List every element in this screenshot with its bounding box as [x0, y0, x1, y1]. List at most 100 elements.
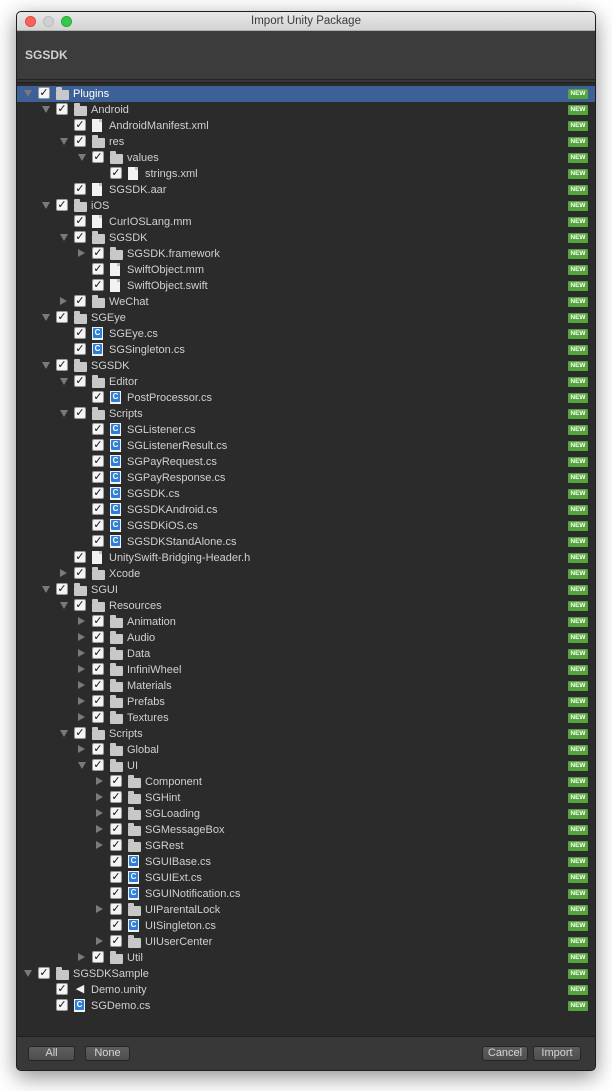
include-checkbox[interactable]: ✓ [92, 471, 104, 483]
include-checkbox[interactable]: ✓ [92, 247, 104, 259]
expanded-arrow-icon[interactable] [60, 602, 68, 609]
collapsed-arrow-icon[interactable] [96, 809, 103, 817]
include-checkbox[interactable]: ✓ [56, 583, 68, 595]
collapsed-arrow-icon[interactable] [78, 633, 85, 641]
include-checkbox[interactable]: ✓ [92, 695, 104, 707]
collapsed-arrow-icon[interactable] [78, 713, 85, 721]
collapsed-arrow-icon[interactable] [78, 665, 85, 673]
include-checkbox[interactable]: ✓ [92, 663, 104, 675]
collapsed-arrow-icon[interactable] [78, 681, 85, 689]
include-checkbox[interactable]: ✓ [92, 423, 104, 435]
include-checkbox[interactable]: ✓ [92, 631, 104, 643]
include-checkbox[interactable]: ✓ [56, 199, 68, 211]
include-checkbox[interactable]: ✓ [74, 567, 86, 579]
collapsed-arrow-icon[interactable] [60, 569, 67, 577]
expanded-arrow-icon[interactable] [60, 234, 68, 241]
include-checkbox[interactable]: ✓ [110, 903, 122, 915]
include-checkbox[interactable]: ✓ [110, 791, 122, 803]
include-checkbox[interactable]: ✓ [74, 375, 86, 387]
collapsed-arrow-icon[interactable] [96, 905, 103, 913]
include-checkbox[interactable]: ✓ [92, 439, 104, 451]
include-checkbox[interactable]: ✓ [74, 215, 86, 227]
expanded-arrow-icon[interactable] [42, 586, 50, 593]
collapsed-arrow-icon[interactable] [78, 745, 85, 753]
close-window-icon[interactable] [25, 16, 36, 27]
cancel-button[interactable]: Cancel [482, 1046, 528, 1061]
include-checkbox[interactable]: ✓ [92, 615, 104, 627]
include-checkbox[interactable]: ✓ [74, 343, 86, 355]
include-checkbox[interactable]: ✓ [38, 87, 50, 99]
collapsed-arrow-icon[interactable] [78, 617, 85, 625]
include-checkbox[interactable]: ✓ [92, 711, 104, 723]
expanded-arrow-icon[interactable] [60, 378, 68, 385]
include-checkbox[interactable]: ✓ [110, 807, 122, 819]
collapsed-arrow-icon[interactable] [78, 649, 85, 657]
collapsed-arrow-icon[interactable] [78, 697, 85, 705]
collapsed-arrow-icon[interactable] [78, 249, 85, 257]
expanded-arrow-icon[interactable] [60, 138, 68, 145]
collapsed-arrow-icon[interactable] [96, 825, 103, 833]
include-checkbox[interactable]: ✓ [110, 167, 122, 179]
include-checkbox[interactable]: ✓ [74, 407, 86, 419]
include-checkbox[interactable]: ✓ [92, 151, 104, 163]
include-checkbox[interactable]: ✓ [92, 679, 104, 691]
minimize-window-icon[interactable] [43, 16, 54, 27]
collapsed-arrow-icon[interactable] [96, 793, 103, 801]
include-checkbox[interactable]: ✓ [110, 871, 122, 883]
select-none-button[interactable]: None [85, 1046, 130, 1061]
include-checkbox[interactable]: ✓ [92, 487, 104, 499]
expanded-arrow-icon[interactable] [60, 730, 68, 737]
include-checkbox[interactable]: ✓ [74, 135, 86, 147]
include-checkbox[interactable]: ✓ [92, 519, 104, 531]
expanded-arrow-icon[interactable] [42, 202, 50, 209]
include-checkbox[interactable]: ✓ [38, 967, 50, 979]
include-checkbox[interactable]: ✓ [74, 119, 86, 131]
include-checkbox[interactable]: ✓ [74, 295, 86, 307]
include-checkbox[interactable]: ✓ [110, 839, 122, 851]
include-checkbox[interactable]: ✓ [92, 535, 104, 547]
collapsed-arrow-icon[interactable] [60, 297, 67, 305]
include-checkbox[interactable]: ✓ [92, 951, 104, 963]
include-checkbox[interactable]: ✓ [74, 727, 86, 739]
